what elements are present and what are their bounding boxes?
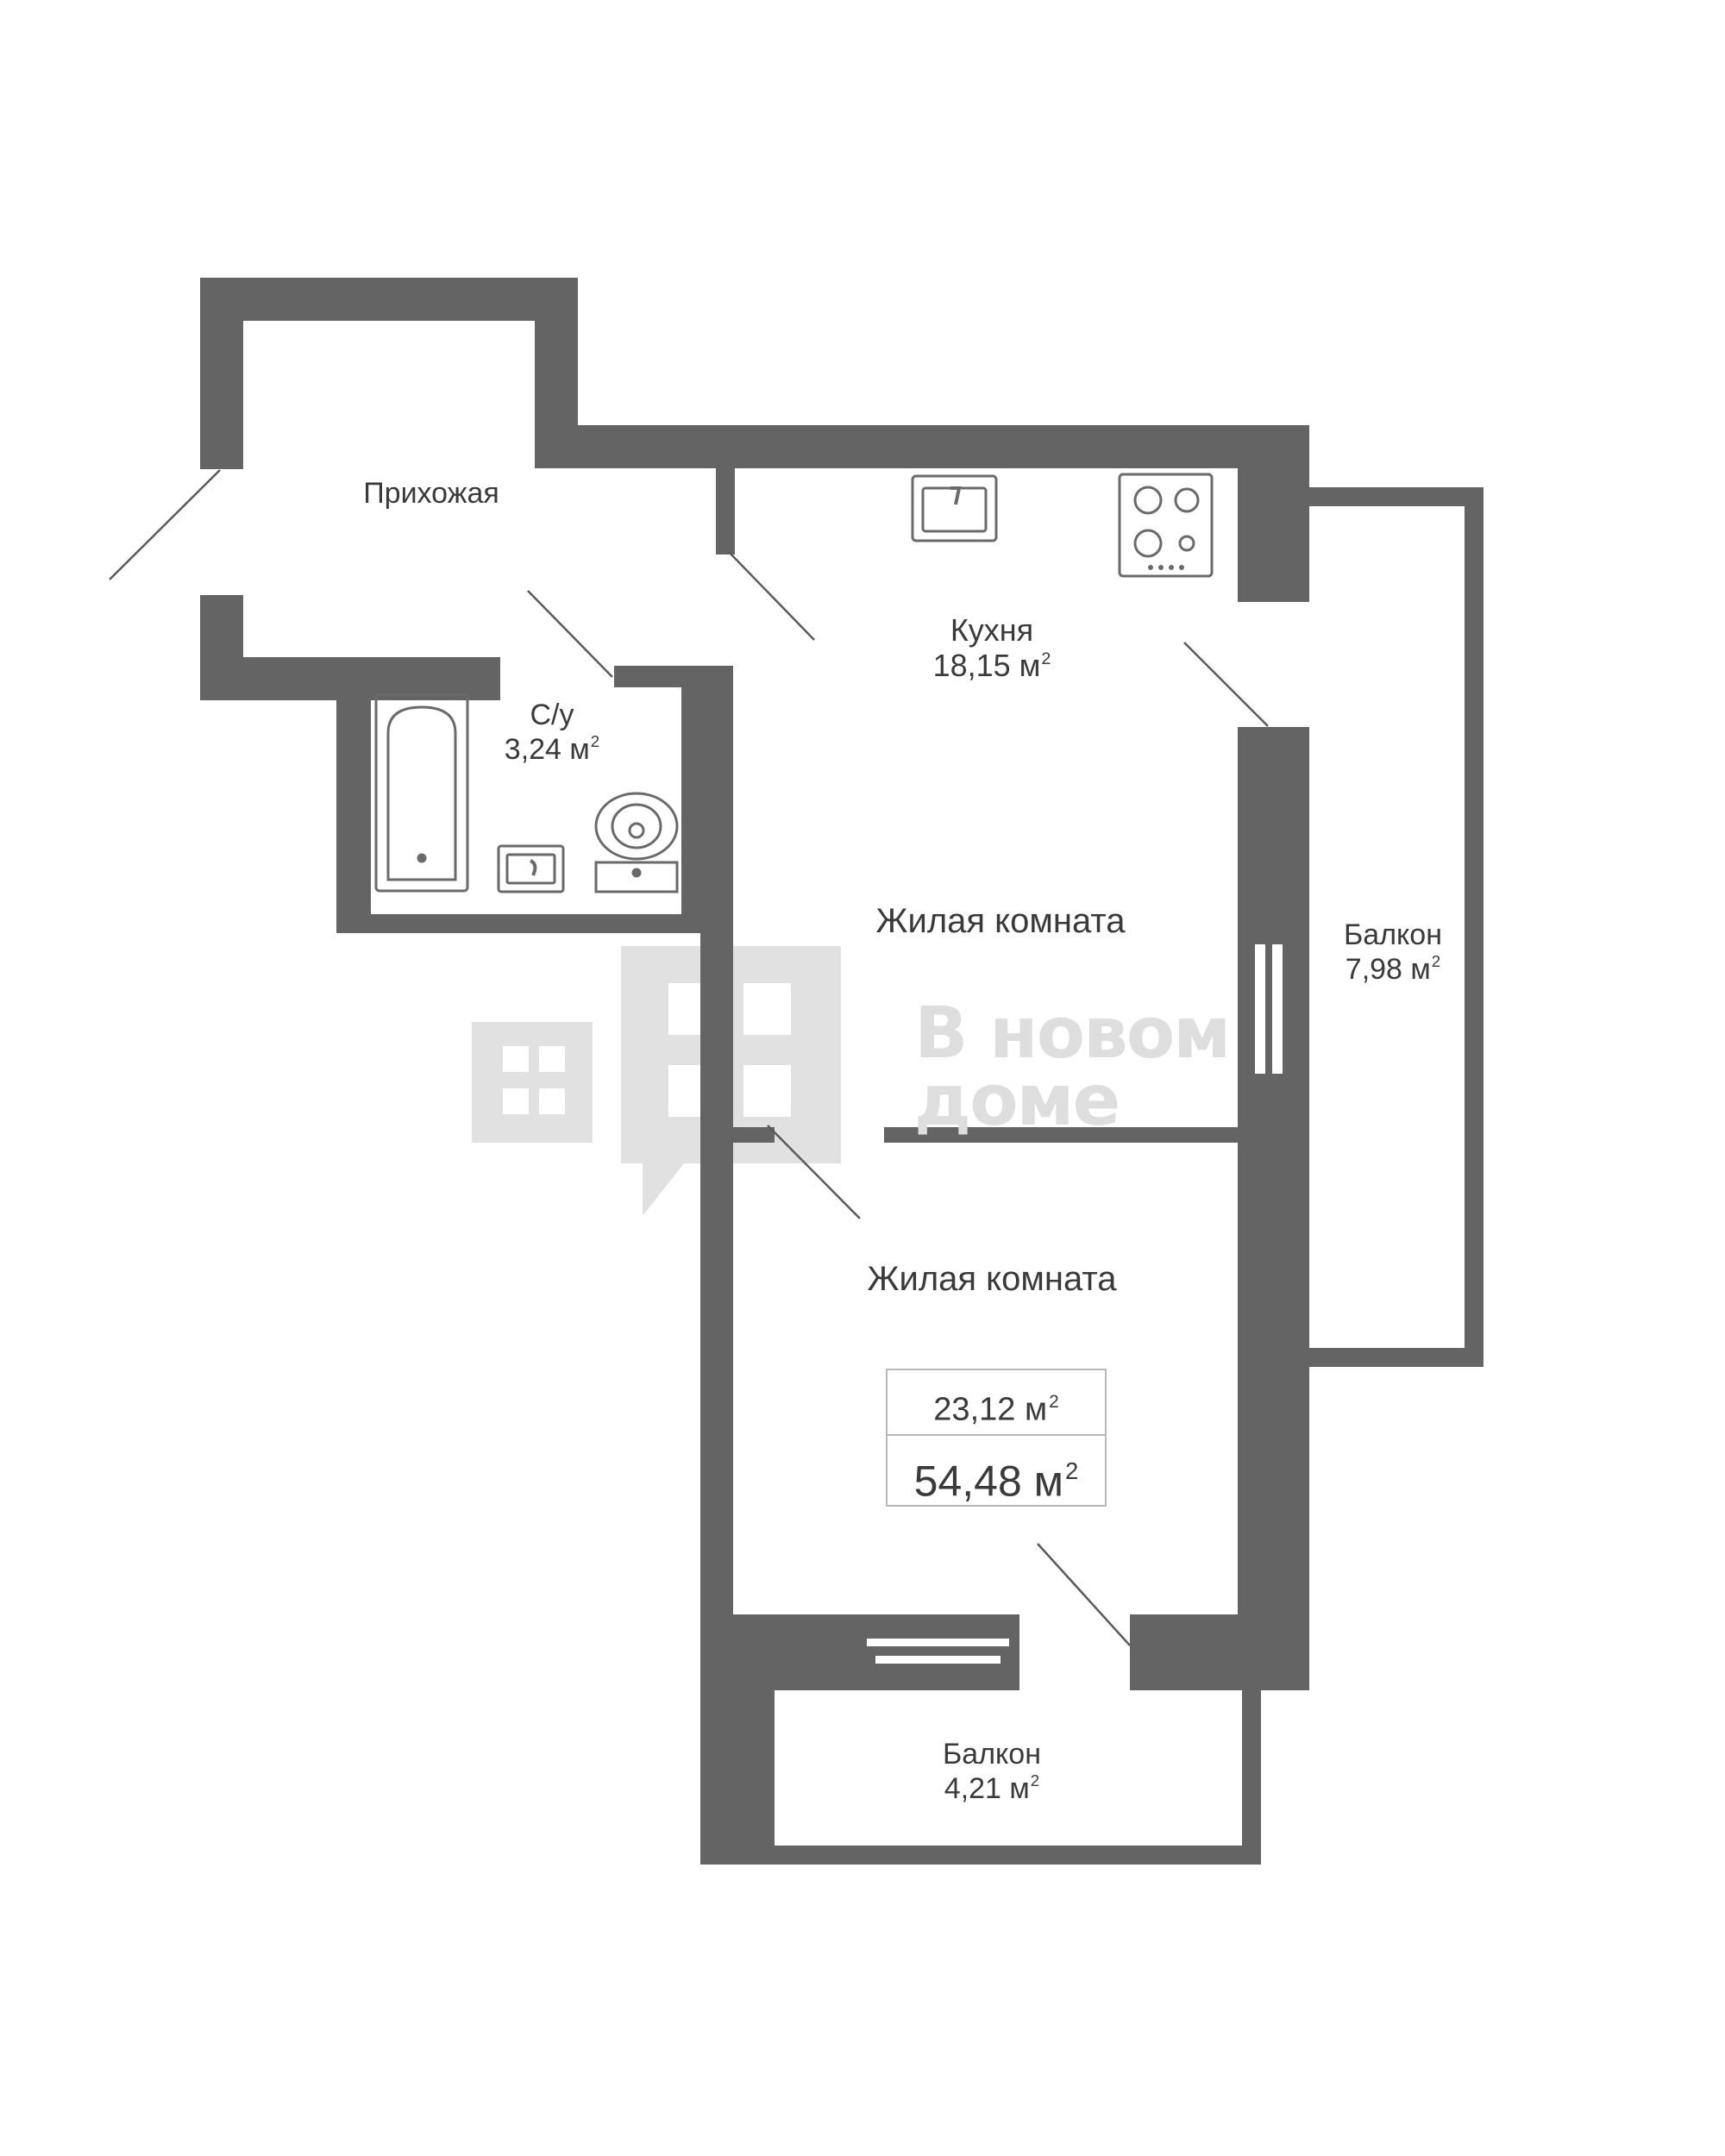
room-label-hallway: Прихожая — [302, 477, 561, 511]
wall — [1238, 425, 1309, 602]
wall — [1309, 487, 1484, 506]
walls — [200, 278, 1484, 1865]
wall — [700, 933, 733, 1623]
wall — [716, 468, 735, 555]
wall — [681, 666, 733, 933]
wall — [884, 1127, 1238, 1143]
room-area: 7,98 м2 — [1345, 952, 1441, 987]
room-name: Балкон — [1343, 918, 1442, 951]
room-label-bathroom: С/у 3,24 м2 — [466, 699, 638, 767]
room-area: 3,24 м2 — [504, 732, 600, 767]
room-name: Прихожая — [363, 477, 499, 510]
stove-icon — [1118, 473, 1214, 578]
room-label-balcony-bottom: Балкон 4,21 м2 — [862, 1738, 1121, 1806]
total-area: 54,48 м2 — [913, 1457, 1079, 1506]
wall — [1309, 1348, 1484, 1367]
room-name: Жилая комната — [875, 902, 1126, 940]
door-swings — [109, 469, 1269, 1646]
bathtub-icon — [374, 693, 469, 893]
room-name: Балкон — [942, 1738, 1041, 1771]
wall — [1242, 1689, 1261, 1865]
room-label-living-room-1: Жилая комната — [819, 901, 1182, 941]
wall — [733, 1127, 775, 1143]
sink-icon — [911, 474, 998, 542]
wall — [535, 425, 1309, 468]
room-name: С/у — [530, 699, 574, 731]
wall — [1465, 487, 1484, 1367]
logo-icon — [472, 946, 841, 1216]
watermark-text: В новом доме — [914, 993, 1231, 1142]
wall — [200, 278, 578, 321]
wall — [1238, 727, 1309, 1689]
living-area: 23,12 м2 — [888, 1370, 1105, 1436]
room-name: Кухня — [950, 612, 1034, 648]
wall — [336, 700, 371, 933]
watermark-line-1: В новом — [914, 993, 1231, 1075]
wall — [200, 278, 243, 469]
watermark-line-2: доме — [914, 1060, 1120, 1142]
wall — [700, 1846, 1261, 1865]
room-area: 18,15 м2 — [932, 648, 1051, 684]
area-summary-box: 23,12 м2 54,48 м2 — [886, 1369, 1107, 1507]
wall — [1130, 1614, 1309, 1690]
room-name: Жилая комната — [867, 1260, 1117, 1298]
toilet-icon — [594, 792, 679, 893]
wall — [336, 914, 733, 933]
room-label-balcony-right: Балкон 7,98 м2 — [1276, 918, 1509, 987]
room-label-kitchen: Кухня 18,15 м2 — [862, 612, 1121, 684]
room-label-living-room-2: Жилая комната — [811, 1259, 1173, 1299]
window-icon — [867, 944, 1283, 1664]
washbasin-icon — [497, 844, 565, 893]
wall — [700, 1623, 775, 1865]
room-area: 4,21 м2 — [944, 1771, 1040, 1806]
